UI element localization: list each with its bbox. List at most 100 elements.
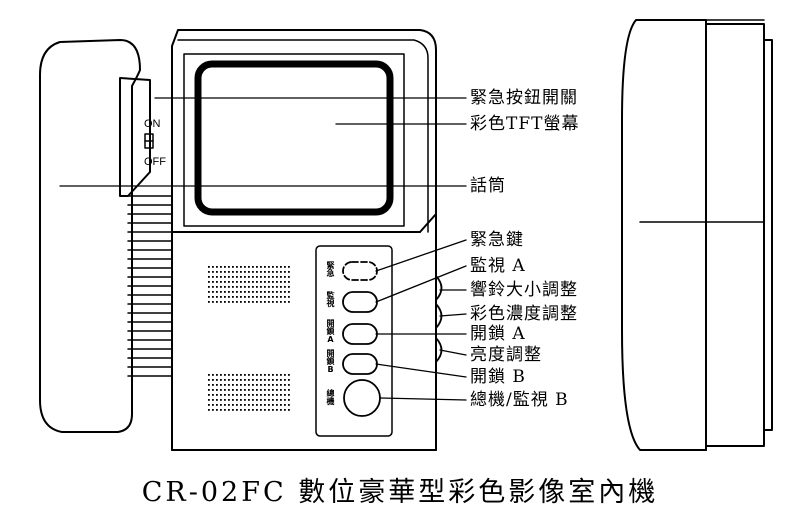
- grille-hole: [252, 291, 254, 293]
- grille-hole: [248, 404, 250, 406]
- grille-hole: [248, 271, 250, 273]
- emergency-button[interactable]: [342, 261, 378, 281]
- grille-hole: [220, 281, 222, 283]
- grille-hole: [248, 301, 250, 303]
- grille-hole: [256, 404, 258, 406]
- grille-hole: [268, 389, 270, 391]
- grille-hole: [256, 281, 258, 283]
- grille-hole: [244, 389, 246, 391]
- grille-hole: [272, 399, 274, 401]
- grille-hole: [272, 296, 274, 298]
- grille-hole: [268, 374, 270, 376]
- grille-hole: [240, 281, 242, 283]
- grille-hole: [236, 379, 238, 381]
- grille-hole: [272, 276, 274, 278]
- grille-hole: [224, 266, 226, 268]
- grille-hole: [264, 394, 266, 396]
- grille-hole: [268, 266, 270, 268]
- monitor-a-button[interactable]: [342, 291, 378, 313]
- grille-hole: [260, 404, 262, 406]
- grille-hole: [288, 286, 290, 288]
- tft-screen: [183, 53, 405, 227]
- grille-hole: [264, 409, 266, 411]
- grille-hole: [272, 301, 274, 303]
- grille-hole: [236, 281, 238, 283]
- grille-hole: [224, 286, 226, 288]
- grille-hole: [280, 301, 282, 303]
- grille-hole: [276, 399, 278, 401]
- grille-hole: [228, 266, 230, 268]
- grille-hole: [208, 276, 210, 278]
- grille-hole: [284, 389, 286, 391]
- grille-hole: [284, 271, 286, 273]
- unlock-b-button[interactable]: [342, 353, 378, 375]
- grille-hole: [272, 266, 274, 268]
- grille-hole: [216, 286, 218, 288]
- grille-hole: [288, 301, 290, 303]
- grille-hole: [288, 409, 290, 411]
- switch-off-label: OFF: [144, 156, 166, 168]
- grille-hole: [232, 374, 234, 376]
- unlock-a-button-label: 開鎖A: [326, 319, 335, 344]
- grille-hole: [264, 301, 266, 303]
- grille-hole: [284, 301, 286, 303]
- grille-hole: [208, 266, 210, 268]
- grille-hole: [244, 281, 246, 283]
- grille-hole: [224, 384, 226, 386]
- grille-hole: [256, 379, 258, 381]
- grille-hole: [260, 271, 262, 273]
- grille-hole: [236, 286, 238, 288]
- grille-hole: [260, 296, 262, 298]
- label-unlock-b: 開鎖 B: [470, 367, 526, 387]
- grille-hole: [260, 389, 262, 391]
- grille-hole: [224, 389, 226, 391]
- leader-lines: [59, 97, 467, 401]
- grille-hole: [252, 296, 254, 298]
- grille-hole: [260, 384, 262, 386]
- grille-hole: [232, 409, 234, 411]
- grille-hole: [224, 296, 226, 298]
- grille-hole: [252, 276, 254, 278]
- grille-hole: [228, 271, 230, 273]
- grille-hole: [276, 301, 278, 303]
- grille-hole: [232, 384, 234, 386]
- grille-hole: [268, 404, 270, 406]
- grille-hole: [248, 276, 250, 278]
- label-unlock-a: 開鎖 A: [470, 324, 526, 344]
- grille-hole: [208, 291, 210, 293]
- grille-hole: [220, 296, 222, 298]
- grille-hole: [228, 291, 230, 293]
- grille-hole: [288, 384, 290, 386]
- label-brightness: 亮度調整: [470, 345, 542, 365]
- grille-hole: [276, 286, 278, 288]
- grille-hole: [284, 374, 286, 376]
- grille-hole: [224, 276, 226, 278]
- master-monitor-b-button[interactable]: [343, 379, 381, 417]
- grille-hole: [220, 301, 222, 303]
- grille-hole: [244, 409, 246, 411]
- grille-hole: [228, 404, 230, 406]
- grille-hole: [248, 389, 250, 391]
- grille-hole: [208, 399, 210, 401]
- grille-hole: [256, 301, 258, 303]
- grille-hole: [276, 379, 278, 381]
- label-emergency-switch: 緊急按鈕開關: [470, 88, 578, 108]
- grille-hole: [276, 266, 278, 268]
- grille-hole: [208, 296, 210, 298]
- grille-hole: [252, 266, 254, 268]
- grille-hole: [208, 301, 210, 303]
- grille-hole: [288, 379, 290, 381]
- grille-hole: [268, 409, 270, 411]
- grille-hole: [212, 384, 214, 386]
- grille-hole: [220, 389, 222, 391]
- grille-hole: [240, 394, 242, 396]
- grille-hole: [272, 271, 274, 273]
- grille-hole: [208, 281, 210, 283]
- grille-hole: [288, 271, 290, 273]
- unlock-a-button[interactable]: [342, 323, 378, 345]
- grille-hole: [240, 389, 242, 391]
- grille-hole: [272, 384, 274, 386]
- grille-hole: [284, 399, 286, 401]
- grille-hole: [264, 404, 266, 406]
